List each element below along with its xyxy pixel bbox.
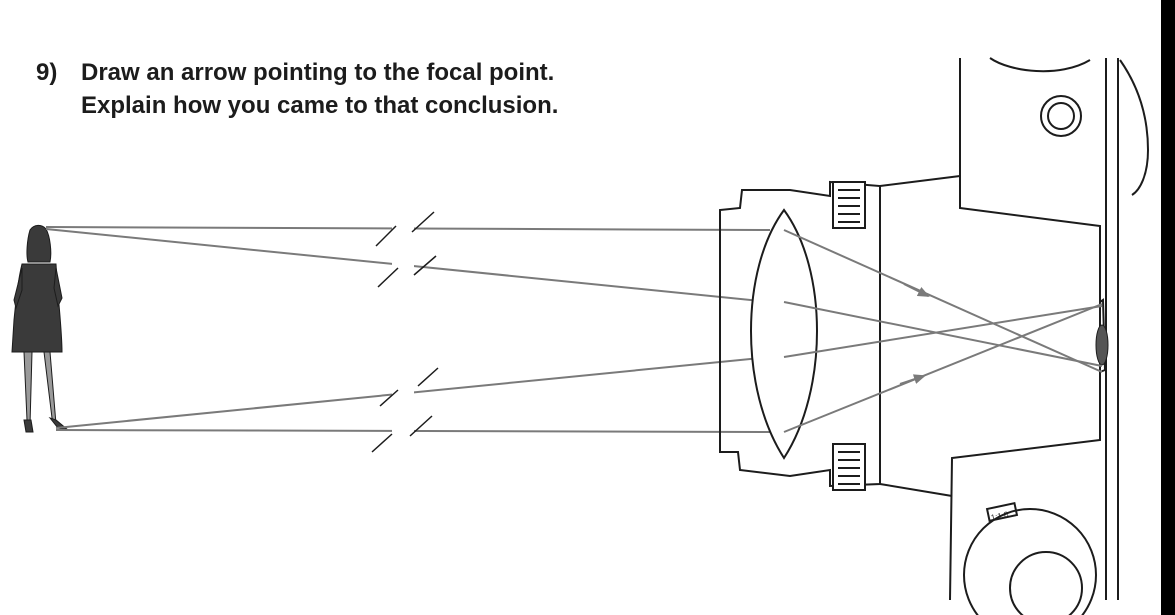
question-line-2: Explain how you came to that conclusion.: [81, 92, 559, 119]
lens-barrel: [719, 180, 881, 491]
camera-label: 1:1.8: [990, 510, 1010, 523]
convex-lens: [750, 208, 818, 460]
question-number: 9): [36, 59, 58, 86]
scan-border: [1161, 0, 1175, 615]
arrow-lower: [899, 374, 926, 385]
woman-figure: [11, 224, 69, 433]
break-symbols: [371, 211, 439, 453]
ray-top-to-bottom: [783, 229, 1103, 373]
film-plane: [1095, 324, 1109, 366]
converging-rays: [783, 229, 1103, 433]
ray-bottom-to-top: [783, 303, 1103, 433]
ray-bottom-diag-to-top: [783, 305, 1103, 358]
arrow-upper: [903, 283, 930, 297]
ray-top-diag-to-bottom: [783, 301, 1103, 367]
question-line-1: Draw an arrow pointing to the focal poin…: [81, 59, 555, 86]
